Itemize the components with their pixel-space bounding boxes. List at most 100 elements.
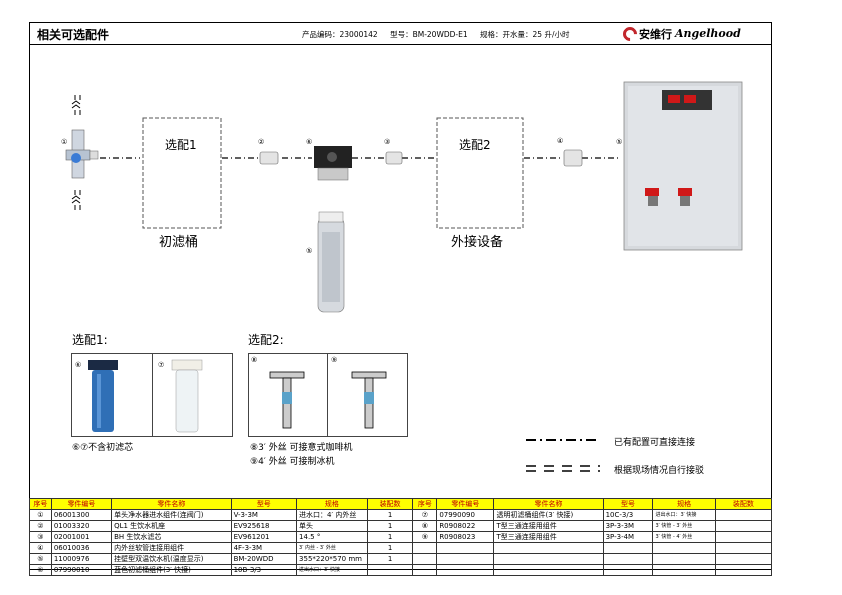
opt2-marker-9: ⑨ [331,356,338,364]
quick-connector-2-icon [259,151,279,165]
cell: 3P-3-4M [602,531,654,543]
cell [714,564,773,576]
cell [412,553,438,565]
cell: 1 [366,509,414,521]
cell [602,564,654,576]
inlet-connector-bottom [71,190,81,210]
opt1-marker-7: ⑦ [158,361,165,369]
cell: ⑨ [412,531,438,543]
legend-double-line [526,465,600,472]
cell [714,509,773,521]
cell: 3′ 快管 - 4′ 外丝 [652,531,716,543]
tee-connector-4m-icon [351,371,387,429]
cell [436,542,495,554]
cell: R0908022 [436,520,495,532]
cell: 蓝色初滤桶组件(3′ 快接) [111,564,232,576]
cell: 07990010 [50,564,113,576]
cell: BH 生饮水滤芯 [111,531,232,543]
th-spec: 规格 [296,498,368,510]
cell: ⑧ [412,520,438,532]
marker-1: ① [61,138,68,146]
option1-picture-divider [152,353,233,437]
table-row: ① 06001300 单头净水器进水组件(连阀门) V-3-3M 进水口：4′ … [29,509,773,521]
cell: 单头净水器进水组件(连阀门) [111,509,232,521]
cell: 3P-3-3M [602,520,654,532]
clear-prefilter-icon [171,359,203,433]
legend-dashdot-label: 已有配置可直接连接 [614,438,696,448]
marker-5: ④ [557,137,564,145]
marker-6: ⑤ [616,138,623,146]
cell: 11000976 [50,553,113,565]
cell: ④ [29,542,52,554]
filter-head-icon [314,146,352,181]
cell: T型三通连接用组件 [493,531,604,543]
option2-note-b: ⑨4′ 外丝 可接制冰机 [250,457,335,467]
th-index: 序号 [29,498,52,510]
cell [714,520,773,532]
legend-double-label: 根据现场情况自行接驳 [614,466,705,476]
cell: 1 [366,542,414,554]
cell: 1 [366,520,414,532]
inlet-valve-icon [65,129,99,179]
inlet-connector-top [71,95,81,115]
opt1-marker-6: ⑥ [75,361,82,369]
th-part-name-2: 零件名称 [493,498,604,510]
cell [436,564,495,576]
marker-3: ⑥ [306,138,313,146]
table-row: ③ 02001001 BH 生饮水滤芯 EV961201 14.5 ° 1 ⑨ … [29,531,773,543]
marker-7: ⑤ [306,247,313,255]
table-row: ⑤ 11000976 挂壁型双温饮水机(温度显示) BM-20WDD 355*2… [29,553,773,565]
cell: ① [29,509,52,521]
table-row: ⑥ 07990010 蓝色初滤桶组件(3′ 快接) 10B-3/3 进出水口：3… [29,564,773,576]
cell [493,542,604,554]
option1-title: 选配1: [72,333,108,347]
cell: EV925618 [230,520,298,532]
th-model-2: 型号 [602,498,654,510]
cell: V-3-3M [230,509,298,521]
cell: 挂壁型双温饮水机(温度显示) [111,553,232,565]
product-spec: 规格：开水量：25 升/小时 [480,30,570,39]
cell [602,553,654,565]
cell: 透明初滤桶组件(3′ 快接) [493,509,604,521]
cell: ② [29,520,52,532]
th-part-no-2: 零件编号 [436,498,495,510]
cell [412,542,438,554]
cell [714,553,773,565]
product-code: 产品编码：23000142 [302,30,378,39]
page-title: 相关可选配件 [37,28,110,42]
cell: R0908023 [436,531,495,543]
opt2-marker-8: ⑧ [251,356,258,364]
tee-connector-3m-icon [269,371,305,429]
blue-prefilter-icon [88,360,118,432]
parts-table: 序号 零件编号 零件名称 型号 规格 装配数 序号 零件编号 零件名称 型号 规… [29,498,773,576]
cell: 355*220*570 mm [296,553,368,565]
cell: 内外丝软管连接用组件 [111,542,232,554]
cell: 07990090 [436,509,495,521]
th-index-2: 序号 [412,498,438,510]
table-row: ④ 06010036 内外丝软管连接用组件 4F-3-3M 3′ 内丝 - 3′… [29,542,773,554]
cell: 进出水口：3′ 快接 [652,509,716,521]
header-bar: 相关可选配件 产品编码：23000142 型号：BM-20WDD-E1 规格：开… [29,22,772,45]
cell: T型三通连接用组件 [493,520,604,532]
option2-note-a: ⑧3′ 外丝 可接意式咖啡机 [250,443,353,453]
quick-connector-4-icon [563,149,583,167]
cell [652,542,716,554]
cell [412,564,438,576]
cell [366,564,414,576]
cell [493,564,604,576]
water-boiler-icon [623,81,743,251]
cell: 01003320 [50,520,113,532]
cell [602,542,654,554]
option2-picture-divider [327,353,408,437]
cell [714,531,773,543]
cell [652,553,716,565]
cell: 1 [366,553,414,565]
cell: 3′ 快管 - 3′ 外丝 [652,520,716,532]
parts-table-header: 序号 零件编号 零件名称 型号 规格 装配数 序号 零件编号 零件名称 型号 规… [29,498,773,510]
cell [714,542,773,554]
cell: BM-20WDD [230,553,298,565]
th-model: 型号 [230,498,298,510]
option2-box [436,117,524,229]
cell: 06010036 [50,542,113,554]
